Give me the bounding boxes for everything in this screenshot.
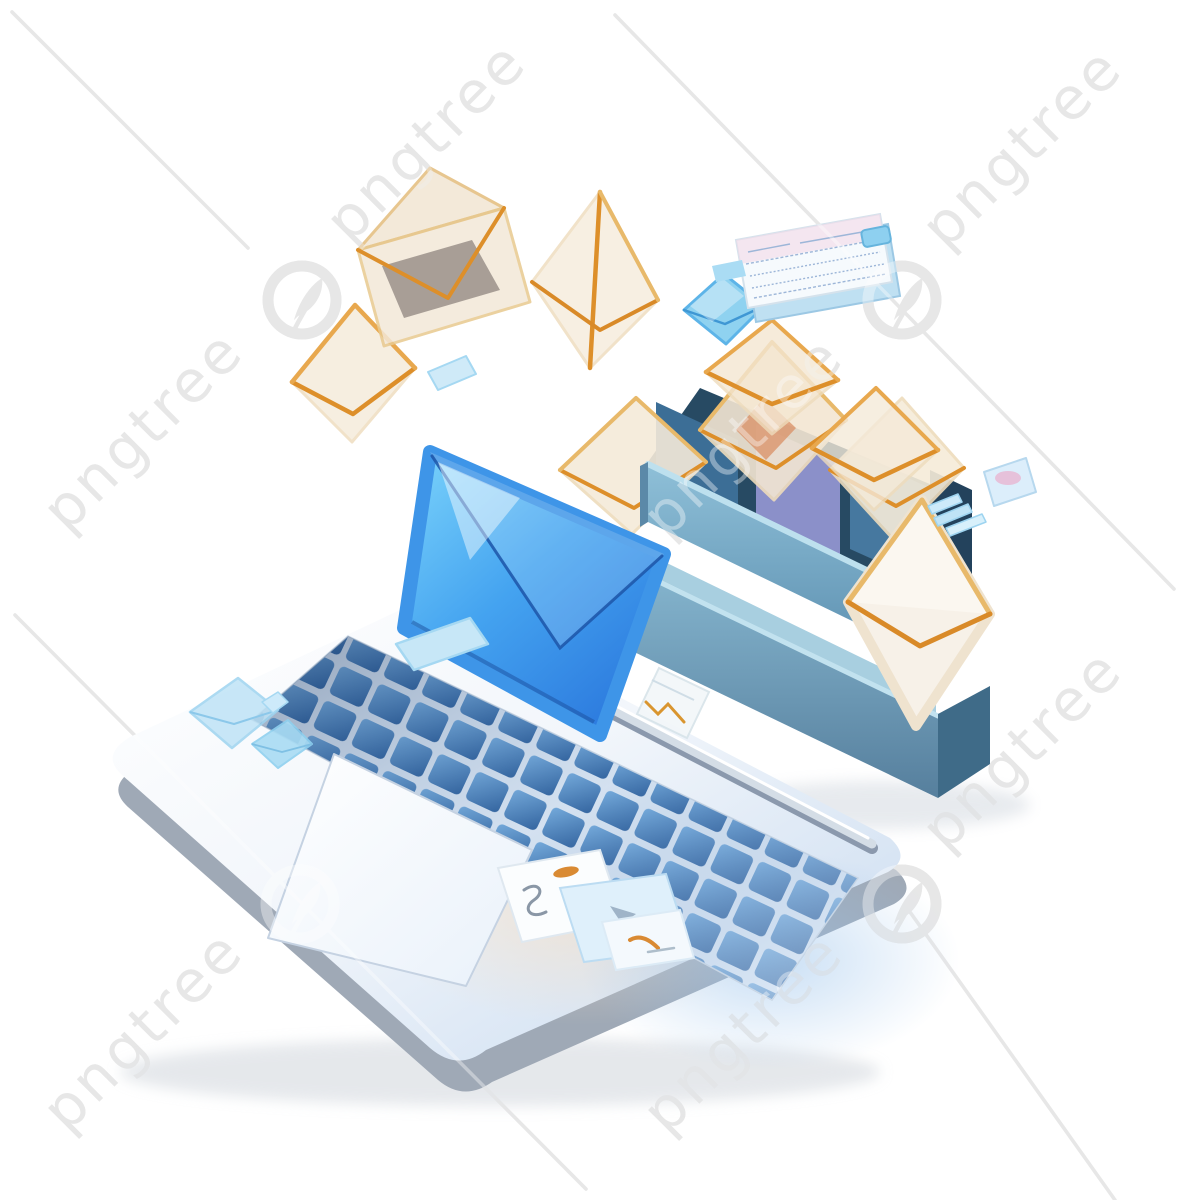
doodle-note-papers [496,848,696,972]
lower-tier-front-face [630,566,938,798]
gray-arrow-doodle [610,906,636,924]
blue-envelope-flap [430,452,664,648]
gray-s-doodle [522,884,548,917]
blue-paper-flat [394,616,490,672]
leaning-envelope [843,495,995,731]
flying-envelope-open [356,166,532,348]
orange-squiggle-doodle [628,935,660,950]
check-blue-tab [712,260,746,282]
flying-envelope [809,386,941,512]
blue-envelope-crease [430,454,664,651]
leaning-envelope-top-folds [845,497,993,617]
orange-dash-doodle [553,866,579,878]
leaning-envelope-flap-area [848,500,990,614]
front-blue-envelope [397,445,671,742]
blue-envelope-specular [438,462,520,560]
glass-envelope-small-fold [251,743,313,753]
flying-envelope [530,189,660,371]
blue-paper-bit [427,355,477,391]
organizer-label-card [635,666,711,740]
blue-shreds [927,493,987,537]
glass-shard-tiny [261,691,289,714]
blue-envelope-gloss [690,278,744,322]
glass-envelope-shards [188,676,313,769]
leaning-envelope-v-fold [845,599,993,649]
lower-tier-rim [627,565,941,719]
tier-lip [636,548,936,714]
gray-line-doodle [646,946,676,954]
blue-envelope-body [397,445,671,742]
label-chart-line [644,700,686,724]
keyboard-lighting-overlay [252,636,858,1000]
label-detail-line [651,679,695,701]
flying-envelopes [289,166,1037,672]
check-fine-print-lines [745,230,887,299]
check-letter-stack [712,212,902,324]
organizer-lower-tier [627,548,990,798]
check-clip [860,225,892,248]
mini-card [983,457,1037,507]
check-pink-band [736,214,884,264]
glass-envelope-fold [189,709,279,725]
label-card [635,666,711,740]
mini-card-pink-smudge [995,471,1021,485]
